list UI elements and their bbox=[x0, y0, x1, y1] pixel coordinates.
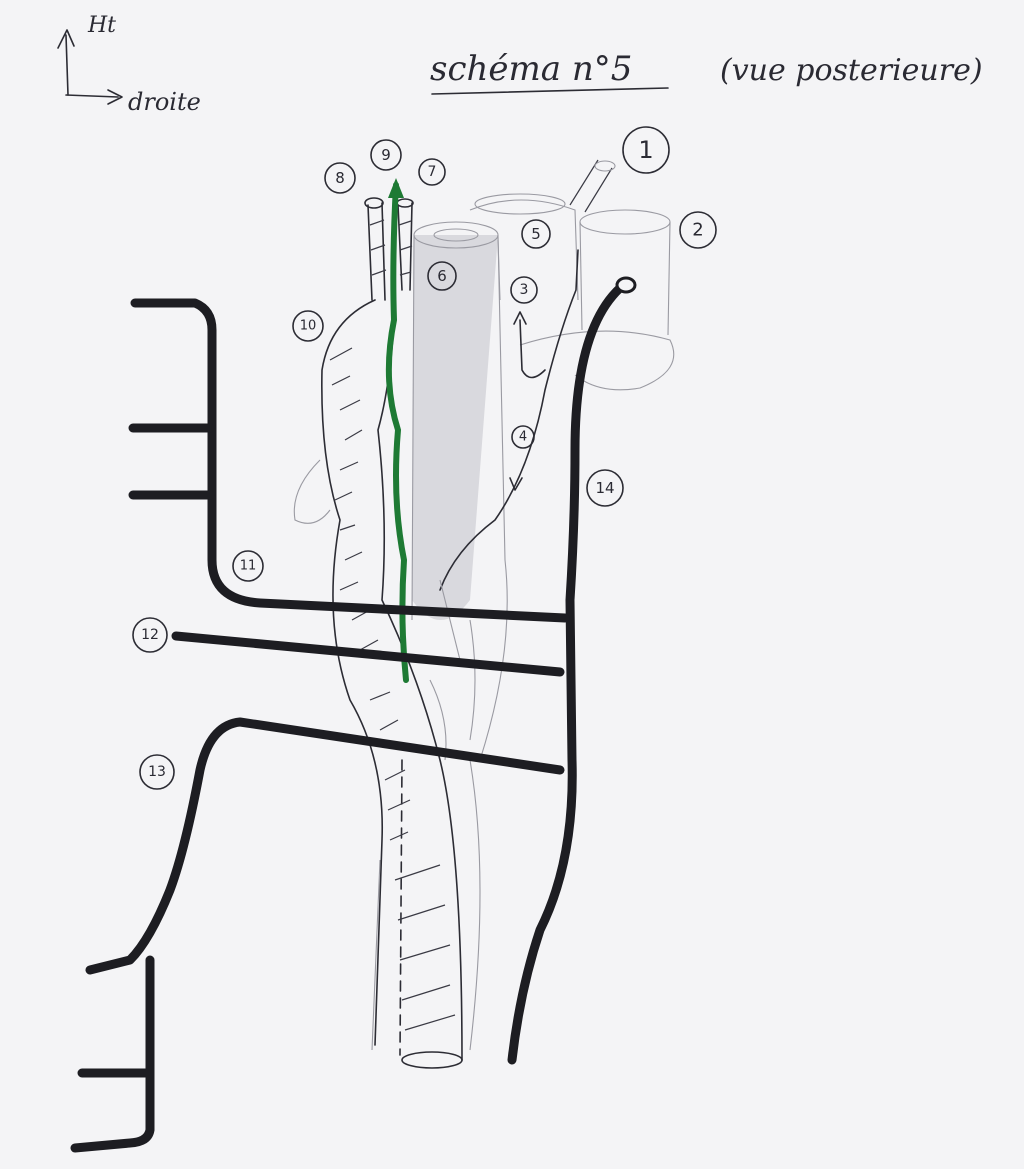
diagram-subtitle: (vue posterieure) bbox=[720, 53, 983, 88]
label-2: 2 bbox=[680, 212, 716, 248]
label-13: 13 bbox=[140, 755, 174, 789]
orientation-axes: Ht droite bbox=[58, 13, 201, 116]
up-arrow-icon bbox=[58, 30, 74, 95]
svg-text:6: 6 bbox=[437, 267, 447, 285]
label-3: 3 bbox=[511, 277, 537, 303]
vessel-13-branches bbox=[75, 960, 150, 1148]
title-block: schéma n°5 (vue posterieure) bbox=[430, 49, 983, 94]
axis-right-label: droite bbox=[128, 88, 201, 116]
svg-text:14: 14 bbox=[595, 479, 614, 497]
vessel-14 bbox=[512, 288, 620, 1060]
green-arrowhead-icon bbox=[388, 178, 404, 198]
svg-text:13: 13 bbox=[148, 764, 166, 780]
label-14: 14 bbox=[587, 470, 623, 506]
svg-text:9: 9 bbox=[381, 146, 391, 164]
svg-text:3: 3 bbox=[520, 282, 529, 298]
svg-text:11: 11 bbox=[240, 559, 257, 574]
label-5: 5 bbox=[522, 220, 550, 248]
vessel-12 bbox=[176, 636, 560, 672]
svg-text:8: 8 bbox=[335, 169, 345, 187]
svg-text:7: 7 bbox=[428, 164, 437, 180]
diagram-title: schéma n°5 bbox=[430, 49, 632, 89]
svg-text:10: 10 bbox=[300, 319, 317, 334]
svg-text:5: 5 bbox=[531, 225, 541, 243]
label-10: 10 bbox=[293, 311, 323, 341]
svg-text:12: 12 bbox=[141, 627, 159, 643]
label-7: 7 bbox=[419, 159, 445, 185]
label-9: 9 bbox=[371, 140, 401, 170]
axis-up-label: Ht bbox=[87, 13, 116, 38]
svg-text:1: 1 bbox=[638, 136, 653, 164]
right-arrow-icon bbox=[66, 90, 122, 104]
thick-vessels bbox=[75, 278, 635, 1148]
vessel-11-branches bbox=[133, 428, 210, 495]
label-11: 11 bbox=[233, 551, 263, 581]
label-1: 1 bbox=[623, 127, 669, 173]
label-12: 12 bbox=[133, 618, 167, 652]
svg-text:2: 2 bbox=[692, 220, 703, 241]
label-8: 8 bbox=[325, 163, 355, 193]
label-4: 4 bbox=[512, 426, 534, 448]
vessel-13 bbox=[90, 722, 560, 970]
svg-text:4: 4 bbox=[519, 430, 527, 445]
